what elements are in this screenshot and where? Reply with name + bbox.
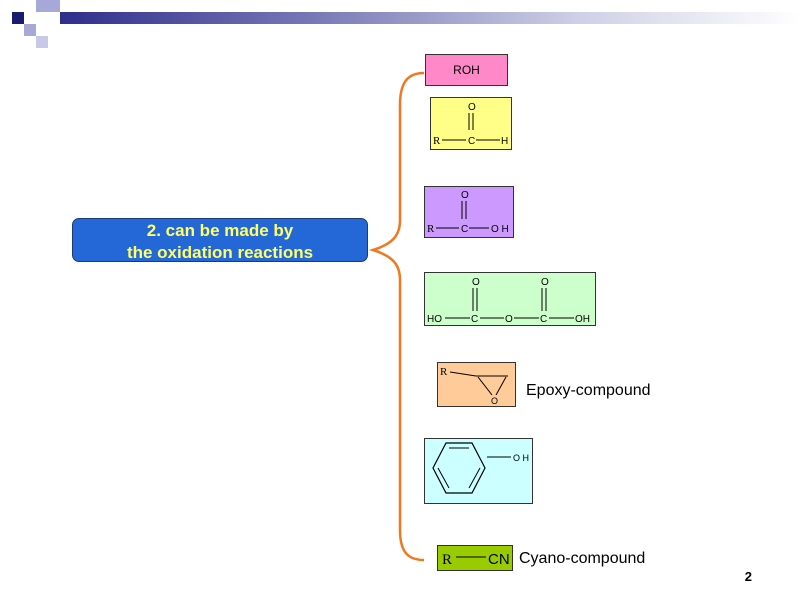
acid-oh: O H xyxy=(491,224,509,235)
nitrile-label: Cyano-compound xyxy=(519,550,646,567)
page-number: 2 xyxy=(744,569,752,584)
nitrile-box: R CN xyxy=(437,545,513,571)
anhydride-o2: O xyxy=(541,277,549,288)
header-square-dark xyxy=(12,12,24,24)
anhydride-box: O O HO C O C OH xyxy=(424,272,596,326)
phenol-box: O H xyxy=(424,438,533,504)
header-square-light-2 xyxy=(24,24,36,36)
nitrile-cn: CN xyxy=(488,551,510,568)
aldehyde-r: R xyxy=(433,135,441,147)
brace-path xyxy=(368,71,425,562)
main-concept-line2: the oxidation reactions xyxy=(126,243,314,262)
phenol-structure: O H xyxy=(432,442,529,494)
epoxy-r-bond xyxy=(449,371,477,377)
main-concept-line1: 2. can be made by xyxy=(146,221,294,240)
epoxy-o: O xyxy=(491,396,498,406)
acid-r: R xyxy=(427,223,435,235)
header-square-light-3 xyxy=(36,36,48,48)
aldehyde-structure: O R C H xyxy=(433,102,508,147)
aldehyde-c: C xyxy=(468,136,475,147)
alcohol-formula: ROH xyxy=(453,63,480,77)
header-decoration xyxy=(0,0,800,50)
anhydride-oh: OH xyxy=(575,314,590,325)
acid-box: O R C O H xyxy=(424,186,514,238)
anhydride-ho: HO xyxy=(427,314,442,325)
benzene-inner-bond-3 xyxy=(468,467,481,489)
anhydride-structure: O O HO C O C OH xyxy=(427,277,590,325)
orange-brace xyxy=(368,71,425,562)
benzene-ring xyxy=(432,442,486,494)
epoxy-box: R O xyxy=(437,362,516,407)
alcohol-box: ROH xyxy=(425,54,508,86)
anhydride-c2: C xyxy=(540,314,547,325)
acid-o: O xyxy=(461,190,469,201)
header-square-light xyxy=(36,0,60,12)
header-gradient-bar xyxy=(60,12,800,24)
nitrile-structure: R CN xyxy=(442,551,510,568)
acid-structure: O R C O H xyxy=(427,190,509,235)
aldehyde-h: H xyxy=(501,136,508,147)
epoxy-co-bond-1 xyxy=(477,376,493,396)
nitrile-r: R xyxy=(442,552,452,568)
benzene-inner-bond-2 xyxy=(437,467,450,489)
aldehyde-o: O xyxy=(468,102,476,113)
phenol-oh: O H xyxy=(513,453,529,463)
epoxy-label: Epoxy-compound xyxy=(526,382,651,399)
main-concept-box: 2. can be made by the oxidation reaction… xyxy=(72,218,368,262)
acid-c: C xyxy=(461,224,468,235)
anhydride-o-mid: O xyxy=(505,314,513,325)
epoxy-structure: R O xyxy=(440,366,508,406)
epoxy-r: R xyxy=(440,366,448,378)
anhydride-c1: C xyxy=(471,314,478,325)
aldehyde-box: O R C H xyxy=(430,97,512,150)
anhydride-o1: O xyxy=(472,277,480,288)
epoxy-co-bond-2 xyxy=(495,376,507,396)
